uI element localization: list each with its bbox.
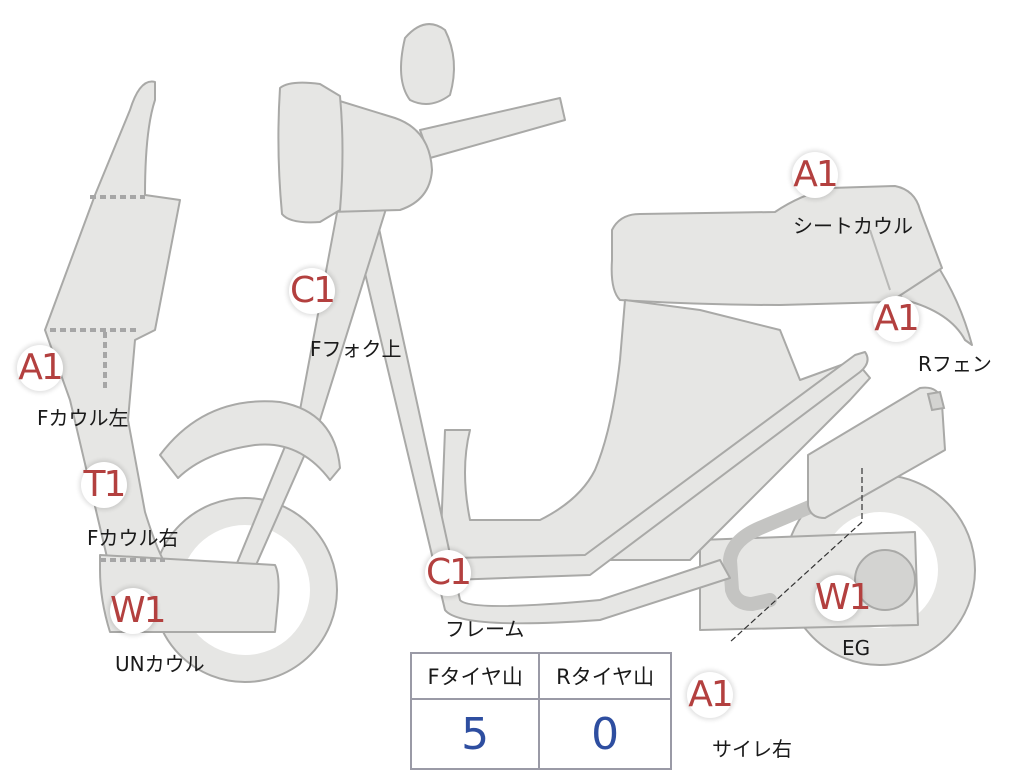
part-label: EG xyxy=(842,636,871,660)
part-label: シートカウル xyxy=(793,214,913,238)
part-label: フレーム xyxy=(445,617,525,641)
part-label: Fカウル右 xyxy=(87,526,179,550)
front-fender xyxy=(159,400,341,481)
muffler-tip xyxy=(926,390,946,412)
part-code-badge: C1 xyxy=(289,268,336,314)
part-code-badge: A1 xyxy=(873,296,920,342)
part-label: Fフォク上 xyxy=(310,337,402,361)
main-frame xyxy=(349,209,731,625)
part-code-badge: W1 xyxy=(815,575,872,621)
front-tire-tread-header: Fタイヤ山 xyxy=(409,652,541,700)
tire-tread-table: Fタイヤ山 Rタイヤ山 5 0 xyxy=(409,652,672,770)
rear-tire-tread-value: 0 xyxy=(538,698,672,770)
part-label: Fカウル左 xyxy=(37,406,129,430)
eg-leader-line xyxy=(729,468,863,643)
handlebar xyxy=(419,97,566,159)
part-code-badge: C1 xyxy=(425,550,472,596)
headlight xyxy=(277,81,344,224)
part-label: UNカウル xyxy=(115,652,205,676)
seat-cowl xyxy=(610,185,943,306)
part-label: サイレ右 xyxy=(712,737,792,761)
part-label: Rフェン xyxy=(918,352,992,376)
part-code-badge: T1 xyxy=(81,462,127,508)
part-code-badge: W1 xyxy=(110,588,167,634)
floor-rail xyxy=(449,351,869,581)
muffler xyxy=(807,386,946,519)
tread-header-row: Fタイヤ山 Rタイヤ山 xyxy=(409,652,672,700)
tread-value-row: 5 0 xyxy=(409,698,672,770)
front-tire-tread-value: 5 xyxy=(409,698,541,770)
exhaust-pipe xyxy=(723,483,857,611)
part-code-badge: A1 xyxy=(17,345,64,391)
rear-tire-tread-header: Rタイヤ山 xyxy=(538,652,672,700)
part-code-badge: A1 xyxy=(792,152,839,198)
headlight-cowl xyxy=(329,97,433,213)
part-code-badge: A1 xyxy=(687,672,734,718)
mirror xyxy=(400,23,455,105)
